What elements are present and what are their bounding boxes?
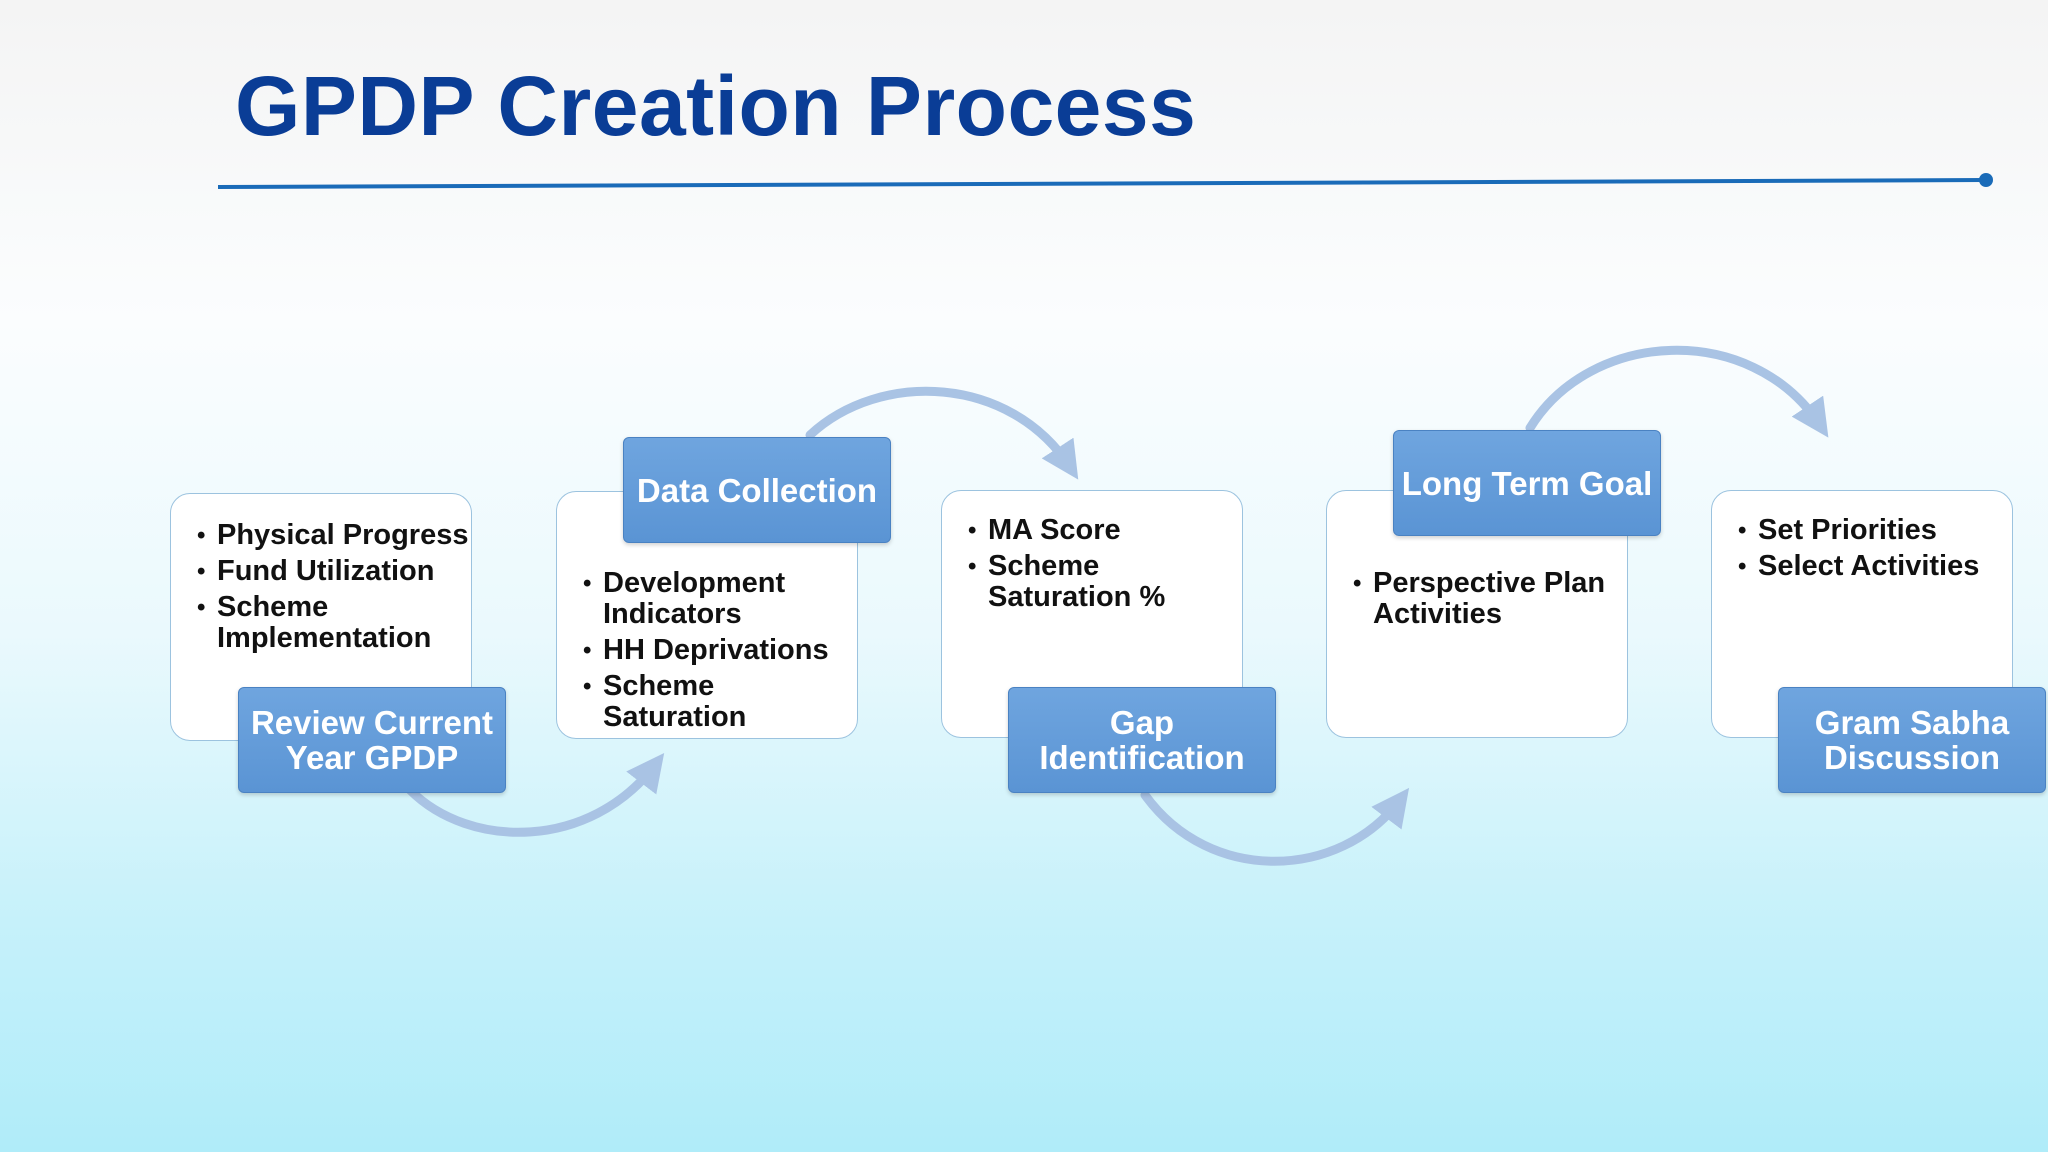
step-4-bullets: Perspective Plan Activities: [1353, 568, 1627, 635]
step-1-label: Review Current Year GPDP: [238, 687, 506, 793]
list-item: HH Deprivations: [583, 635, 857, 667]
arrow-4-to-5: [1525, 345, 1829, 438]
step-2-bullets: Development Indicators HH Deprivations S…: [583, 568, 857, 738]
step-3-bullets: MA Score Scheme Saturation %: [968, 515, 1242, 618]
step-3-label: Gap Identification: [1008, 687, 1276, 793]
list-item: Select Activities: [1738, 551, 1979, 583]
step-1-bullets: Physical Progress Fund Utilization Schem…: [197, 520, 471, 659]
step-4-label: Long Term Goal: [1393, 430, 1661, 536]
list-item: Fund Utilization: [197, 556, 471, 588]
list-item: Physical Progress: [197, 520, 471, 552]
step-2-label: Data Collection: [623, 437, 891, 543]
list-item: Scheme Implementation: [197, 592, 471, 654]
list-item: Set Priorities: [1738, 515, 1979, 547]
list-item: MA Score: [968, 515, 1242, 547]
step-5-bullets: Set Priorities Select Activities: [1738, 515, 1979, 587]
list-item: Development Indicators: [583, 568, 857, 630]
page-title: GPDP Creation Process: [235, 59, 1197, 153]
list-item: Scheme Saturation %: [968, 551, 1242, 613]
step-5-label: Gram Sabha Discussion: [1778, 687, 2046, 793]
list-item: Scheme Saturation: [583, 671, 857, 733]
title-underline: [217, 173, 1993, 189]
list-item: Perspective Plan Activities: [1353, 568, 1627, 630]
arrow-3-to-4: [1140, 787, 1410, 866]
